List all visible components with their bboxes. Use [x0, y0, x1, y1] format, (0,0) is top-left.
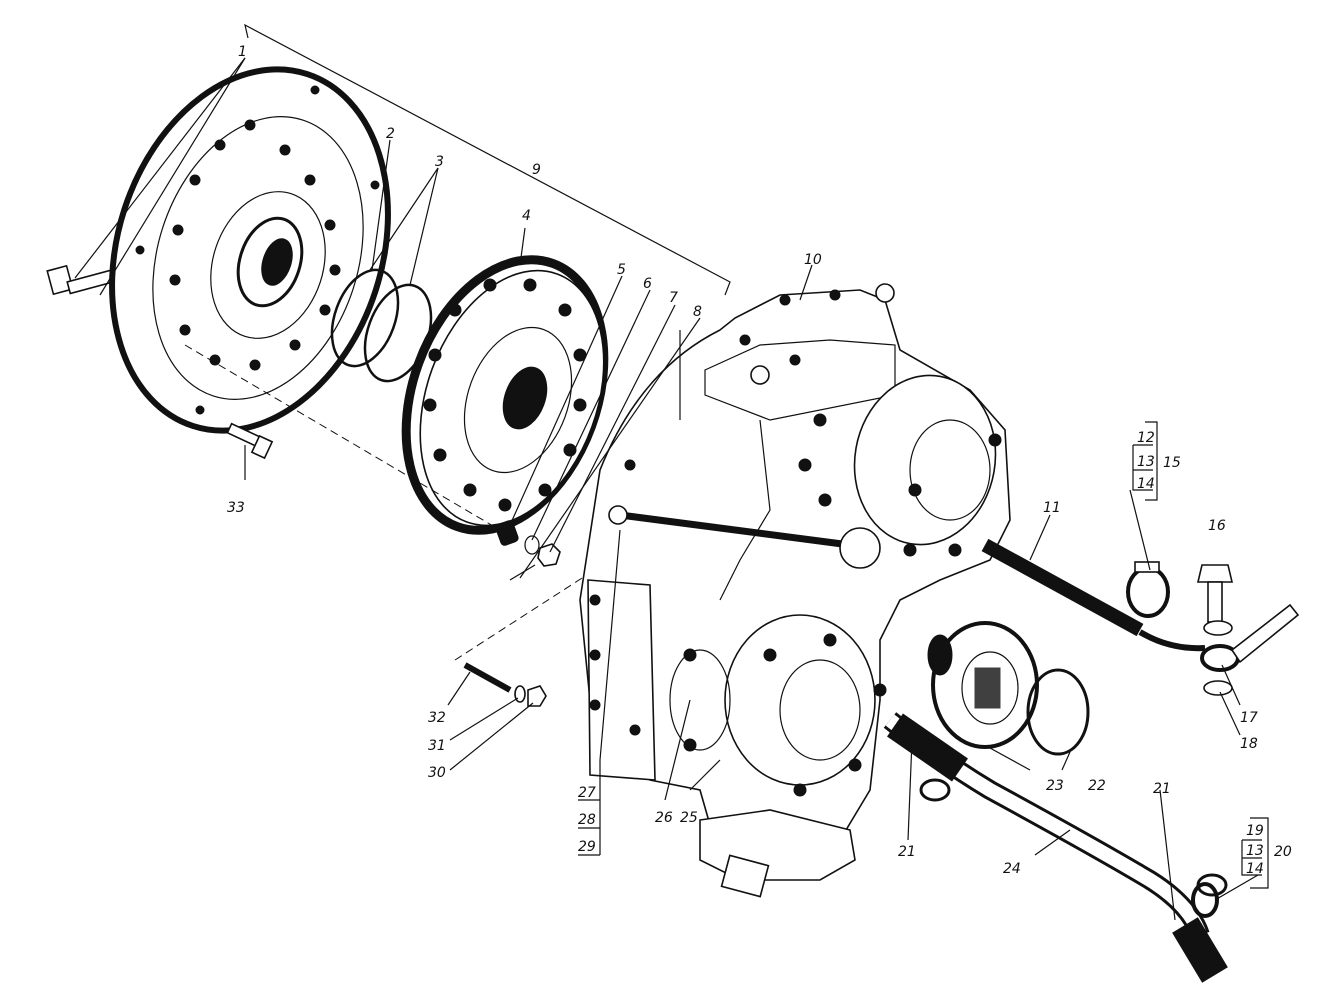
- label-32: 32: [428, 710, 446, 726]
- label-11: 11: [1043, 500, 1061, 516]
- label-13: 13: [1137, 454, 1155, 470]
- hose-part-24: [883, 712, 1228, 983]
- assembly-bracket-9: [244, 23, 731, 296]
- housing-bolts: [589, 289, 1002, 797]
- label-14: 14: [1137, 476, 1155, 492]
- label-18: 18: [1240, 736, 1258, 752]
- label-8: 8: [693, 304, 702, 320]
- o-ring-part-22: [1026, 668, 1090, 756]
- label-23: 23: [1046, 778, 1064, 794]
- label-19: 19: [1246, 823, 1264, 839]
- label-14-lower: 14: [1246, 861, 1264, 877]
- dashed-axis-line: [454, 559, 611, 661]
- label-21-right: 21: [1153, 781, 1171, 797]
- label-5: 5: [617, 262, 626, 278]
- bolt-part-33: [226, 422, 274, 460]
- label-22: 22: [1088, 778, 1106, 794]
- label-15: 15: [1163, 455, 1181, 471]
- linkage-rod: [608, 505, 881, 569]
- label-7: 7: [669, 290, 678, 306]
- label-30: 30: [428, 765, 446, 781]
- label-31: 31: [428, 738, 446, 754]
- leader-lines: [74, 57, 1269, 921]
- label-6: 6: [643, 276, 652, 292]
- banjo-fitting-16-18: [1196, 564, 1300, 696]
- label-21-left: 21: [898, 844, 916, 860]
- label-17: 17: [1240, 710, 1258, 726]
- hose-clamp-12: [1126, 561, 1170, 618]
- label-1: 1: [238, 44, 247, 60]
- label-13-lower: 13: [1246, 843, 1264, 859]
- outlet-flange-part-23: [927, 621, 1039, 749]
- label-24: 24: [1003, 861, 1021, 877]
- label-10: 10: [804, 252, 822, 268]
- label-9: 9: [532, 162, 541, 178]
- label-29: 29: [578, 839, 596, 855]
- gearbox-housing-part-10: [579, 283, 1011, 898]
- hose-clamp-19: [1191, 882, 1219, 918]
- dashed-axis-line: [184, 344, 501, 531]
- label-26: 26: [655, 810, 673, 826]
- stud-nut-30-32: [463, 662, 547, 707]
- label-27: 27: [578, 785, 596, 801]
- label-4: 4: [522, 208, 531, 224]
- label-25: 25: [680, 810, 698, 826]
- label-16: 16: [1208, 518, 1226, 534]
- label-20: 20: [1274, 844, 1292, 860]
- hose-part-11: [981, 538, 1206, 652]
- drive-disc-part-4: [401, 255, 609, 535]
- flange-bolt-holes: [135, 85, 380, 415]
- flange-part-2: [109, 66, 391, 434]
- label-2: 2: [386, 126, 395, 142]
- label-33: 33: [227, 500, 245, 516]
- small-parts-5-8: [495, 520, 561, 581]
- label-3: 3: [435, 154, 444, 170]
- label-28: 28: [578, 812, 596, 828]
- label-12: 12: [1137, 430, 1155, 446]
- part-number-labels: 1 2 3 9 4 5 6 7 8 10 12 13 14 15 11 16 1…: [227, 44, 1292, 877]
